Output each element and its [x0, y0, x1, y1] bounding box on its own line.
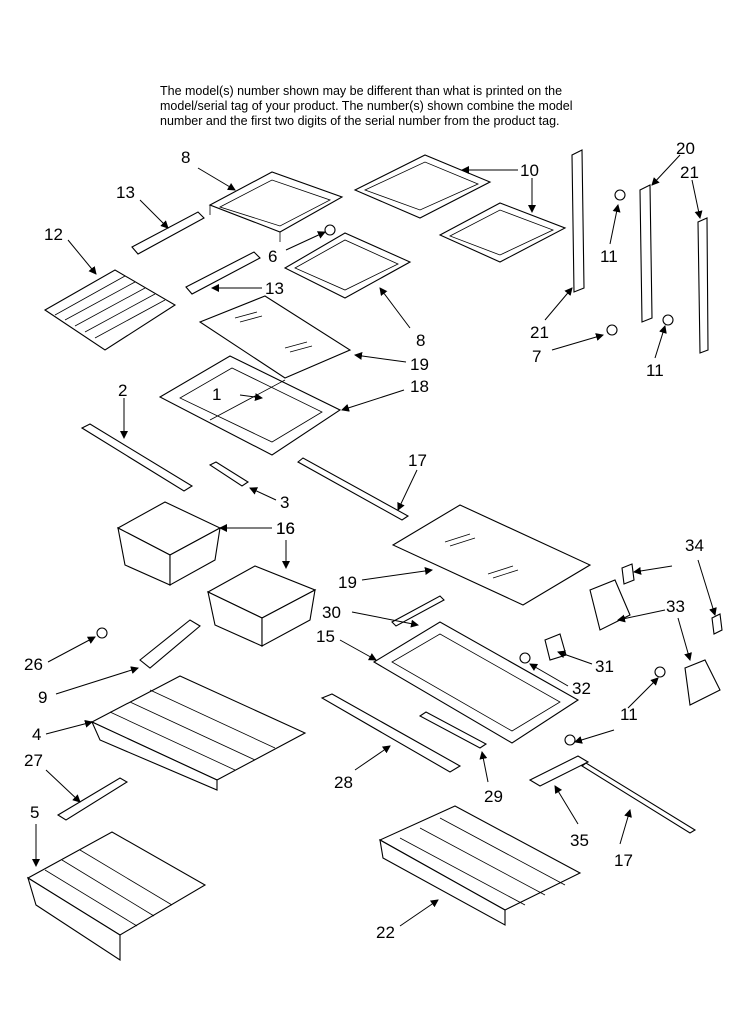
callout-13: 13: [116, 183, 135, 202]
callout-numbers: 8 10 13 12 6 13 8 19 1 18 2 17 3 16 16 1…: [24, 139, 704, 942]
bracket-33-lower: [684, 659, 721, 706]
callout-26: 26: [24, 655, 43, 674]
wire-rack-12: [43, 269, 177, 351]
divider-9: [139, 619, 201, 669]
callout-19: 19: [338, 573, 357, 592]
callout-11: 11: [620, 705, 638, 724]
callout-5: 5: [30, 803, 39, 822]
callout-7: 7: [532, 347, 541, 366]
trim-28: [320, 693, 462, 773]
clip-34: [621, 563, 723, 635]
callout-8: 8: [416, 331, 425, 350]
callout-16: 16: [276, 519, 295, 538]
disclaimer-line: model/serial tag of your product. The nu…: [160, 99, 573, 113]
callout-11: 11: [646, 361, 664, 380]
callout-31: 31: [595, 657, 614, 676]
callout-21: 21: [530, 323, 549, 342]
callout-13: 13: [265, 279, 284, 298]
bin-16-right: [206, 565, 317, 647]
callout-10: 10: [520, 161, 539, 180]
callout-17: 17: [408, 451, 427, 470]
glass-shelf-19-upper: [198, 295, 352, 379]
callout-16: 16: [276, 519, 295, 538]
ladder-rail-20: [639, 184, 653, 323]
shelf-8-upper: [208, 171, 344, 242]
glass-shelf-19-lower: [391, 504, 592, 606]
callout-34: 34: [685, 536, 704, 555]
callout-3: 3: [280, 493, 289, 512]
disclaimer-note: The model(s) number shown may be differe…: [160, 84, 600, 129]
callout-15: 15: [316, 627, 335, 646]
bin-16-left: [116, 501, 222, 586]
callout-6: 6: [268, 247, 277, 266]
rail-13-upper: [131, 211, 205, 255]
shelf-10-right: [438, 202, 567, 263]
rail-35: [528, 755, 590, 787]
leader-lines: [32, 154, 717, 927]
callout-35: 35: [570, 831, 589, 850]
rod-17-lower: [581, 762, 697, 834]
callout-9: 9: [38, 688, 47, 707]
callout-27: 27: [24, 751, 43, 770]
callout-8: 8: [181, 148, 190, 167]
basket-5: [26, 831, 207, 962]
divider-27: [56, 777, 129, 821]
callout-21: 21: [680, 163, 699, 182]
callout-11: 11: [600, 247, 618, 266]
strip-2: [80, 423, 194, 492]
rail-13-lower: [185, 251, 261, 295]
bracket-29: [418, 711, 488, 749]
callout-29: 29: [484, 787, 503, 806]
bracket-33: [589, 579, 631, 631]
callout-32: 32: [572, 679, 591, 698]
strip-17-mid: [297, 457, 410, 521]
shelf-frame-15: [372, 621, 580, 744]
callout-19: 19: [410, 355, 429, 374]
callout-33: 33: [666, 597, 685, 616]
ladder-rail-21-center: [571, 149, 585, 293]
callout-18: 18: [410, 377, 429, 396]
callout-1: 1: [212, 385, 221, 404]
screws: [96, 189, 674, 746]
shelf-8-lower: [283, 232, 412, 299]
drawer-22: [378, 805, 582, 926]
callout-30: 30: [322, 603, 341, 622]
callout-20: 20: [676, 139, 695, 158]
callout-4: 4: [32, 725, 41, 744]
callout-2: 2: [118, 381, 127, 400]
callout-22: 22: [376, 923, 395, 942]
shelf-10: [353, 154, 492, 219]
basket-4: [90, 675, 307, 791]
disclaimer-line: The model(s) number shown may be differe…: [160, 84, 563, 98]
ladder-rail-21-right: [697, 217, 709, 354]
callout-17: 17: [614, 851, 633, 870]
callout-12: 12: [44, 225, 63, 244]
crisper-frame-18: [158, 355, 342, 456]
callout-28: 28: [334, 773, 353, 792]
clip-3: [208, 461, 250, 487]
disclaimer-line: number and the first two digits of the s…: [160, 114, 560, 128]
